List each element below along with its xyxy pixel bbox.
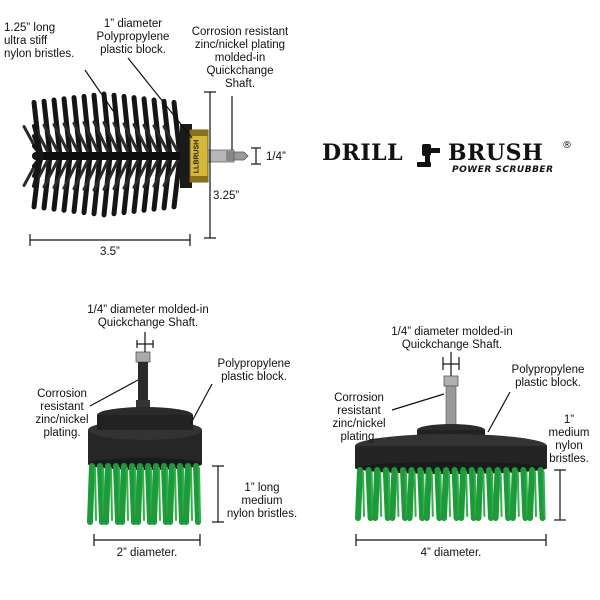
logo-word-left: DRILL [322,140,404,166]
small-shaft-label: 1/4” diameter molded-in Quickchange Shaf… [68,304,228,330]
large-bristle-line-3: nylon [555,440,583,452]
bullet-bristle-line-2: ultra stiff [4,35,48,47]
small-brush-shaft [138,362,148,412]
bullet-height-label: 3.25” [213,190,240,202]
bullet-block-line-2: Polypropylene [96,31,170,43]
small-bristle-line-2: medium [241,495,283,507]
large-block-line-1: Polypropylene [511,364,585,376]
bullet-shaft-label: Corrosion resistant zinc/nickel plating … [180,26,300,91]
bullet-shaft-line-5: Shaft. [224,78,256,90]
small-plating-label: Corrosion resistant zinc/nickel plating. [24,388,100,440]
large-plating-label: Corrosion resistant zinc/nickel plating. [320,392,398,444]
bullet-shaft-line-2: zinc/nickel plating [194,39,286,51]
bullet-bristle-line-3: nylon bristles. [4,48,75,60]
large-brush-block [355,446,547,468]
bullet-bristle-label: 1.25” long ultra stiff nylon bristles. [4,22,74,61]
large-bristle-line-2: medium [548,427,590,439]
small-block-label: Polypropylene plastic block. [204,358,304,384]
small-shaft-line-2: Quickchange Shaft. [97,317,199,329]
bullet-block-line-1: 1” diameter [103,18,163,30]
small-plating-line-2: resistant [40,401,84,413]
large-shaft-label: 1/4” diameter molded-in Quickchange Shaf… [372,326,532,352]
small-plating-line-1: Corrosion [37,388,87,400]
large-brush-bristles [355,467,546,521]
large-shaft-line-1: 1/4” diameter molded-in [391,326,513,338]
small-plating-line-3: zinc/nickel [35,414,89,426]
large-shaft-line-2: Quickchange Shaft. [401,339,503,351]
small-shaft-line-1: 1/4” diameter molded-in [87,304,209,316]
large-bristle-line-4: bristles. [549,453,589,465]
logo-registered-mark: ® [562,140,572,151]
large-bristle-line-1: 1” [563,414,575,426]
small-plating-line-4: plating. [43,427,81,439]
large-brush-shaft [445,385,457,427]
bullet-shaft-line-4: Quickchange [206,65,274,77]
large-bristle-label: 1” medium nylon bristles. [540,414,598,466]
large-plating-line-1: Corrosion [334,392,384,404]
small-bristle-label: 1” long medium nylon bristles. [220,482,304,521]
large-block-line-2: plastic block. [515,377,581,389]
bullet-shaft-size-label: 1/4” [266,151,286,163]
large-plating-line-3: zinc/nickel [332,418,386,430]
small-bristle-line-3: nylon bristles. [226,508,298,520]
large-plating-line-2: resistant [337,405,381,417]
bullet-shaft-line-3: molded-in [214,52,266,64]
bullet-block-label: 1” diameter Polypropylene plastic block. [88,18,178,57]
bullet-shaft-line-1: Corrosion resistant [191,26,289,38]
small-block-line-2: plastic block. [221,371,287,383]
bullet-brush-bristles [22,91,194,218]
logo-tagline: POWER SCRUBBER [452,165,554,175]
small-diameter-label: 2” diameter. [116,547,178,559]
small-brush-bristles [87,463,201,525]
large-plating-line-4: plating. [340,431,378,443]
large-diameter-label: 4” diameter. [420,547,482,559]
large-block-label: Polypropylene plastic block. [498,364,598,390]
drillbrush-logo: DRILL BRUSH ® POWER SCRUBBER [322,140,582,182]
small-bristle-line-1: 1” long [244,482,280,494]
drill-icon [417,144,440,167]
bullet-width-label: 3.5” [100,246,120,258]
bullet-block-line-3: plastic block. [100,44,166,56]
bullet-bristle-line-1: 1.25” long [4,22,56,34]
logo-word-right: BRUSH [448,140,544,166]
small-block-line-1: Polypropylene [217,358,291,370]
